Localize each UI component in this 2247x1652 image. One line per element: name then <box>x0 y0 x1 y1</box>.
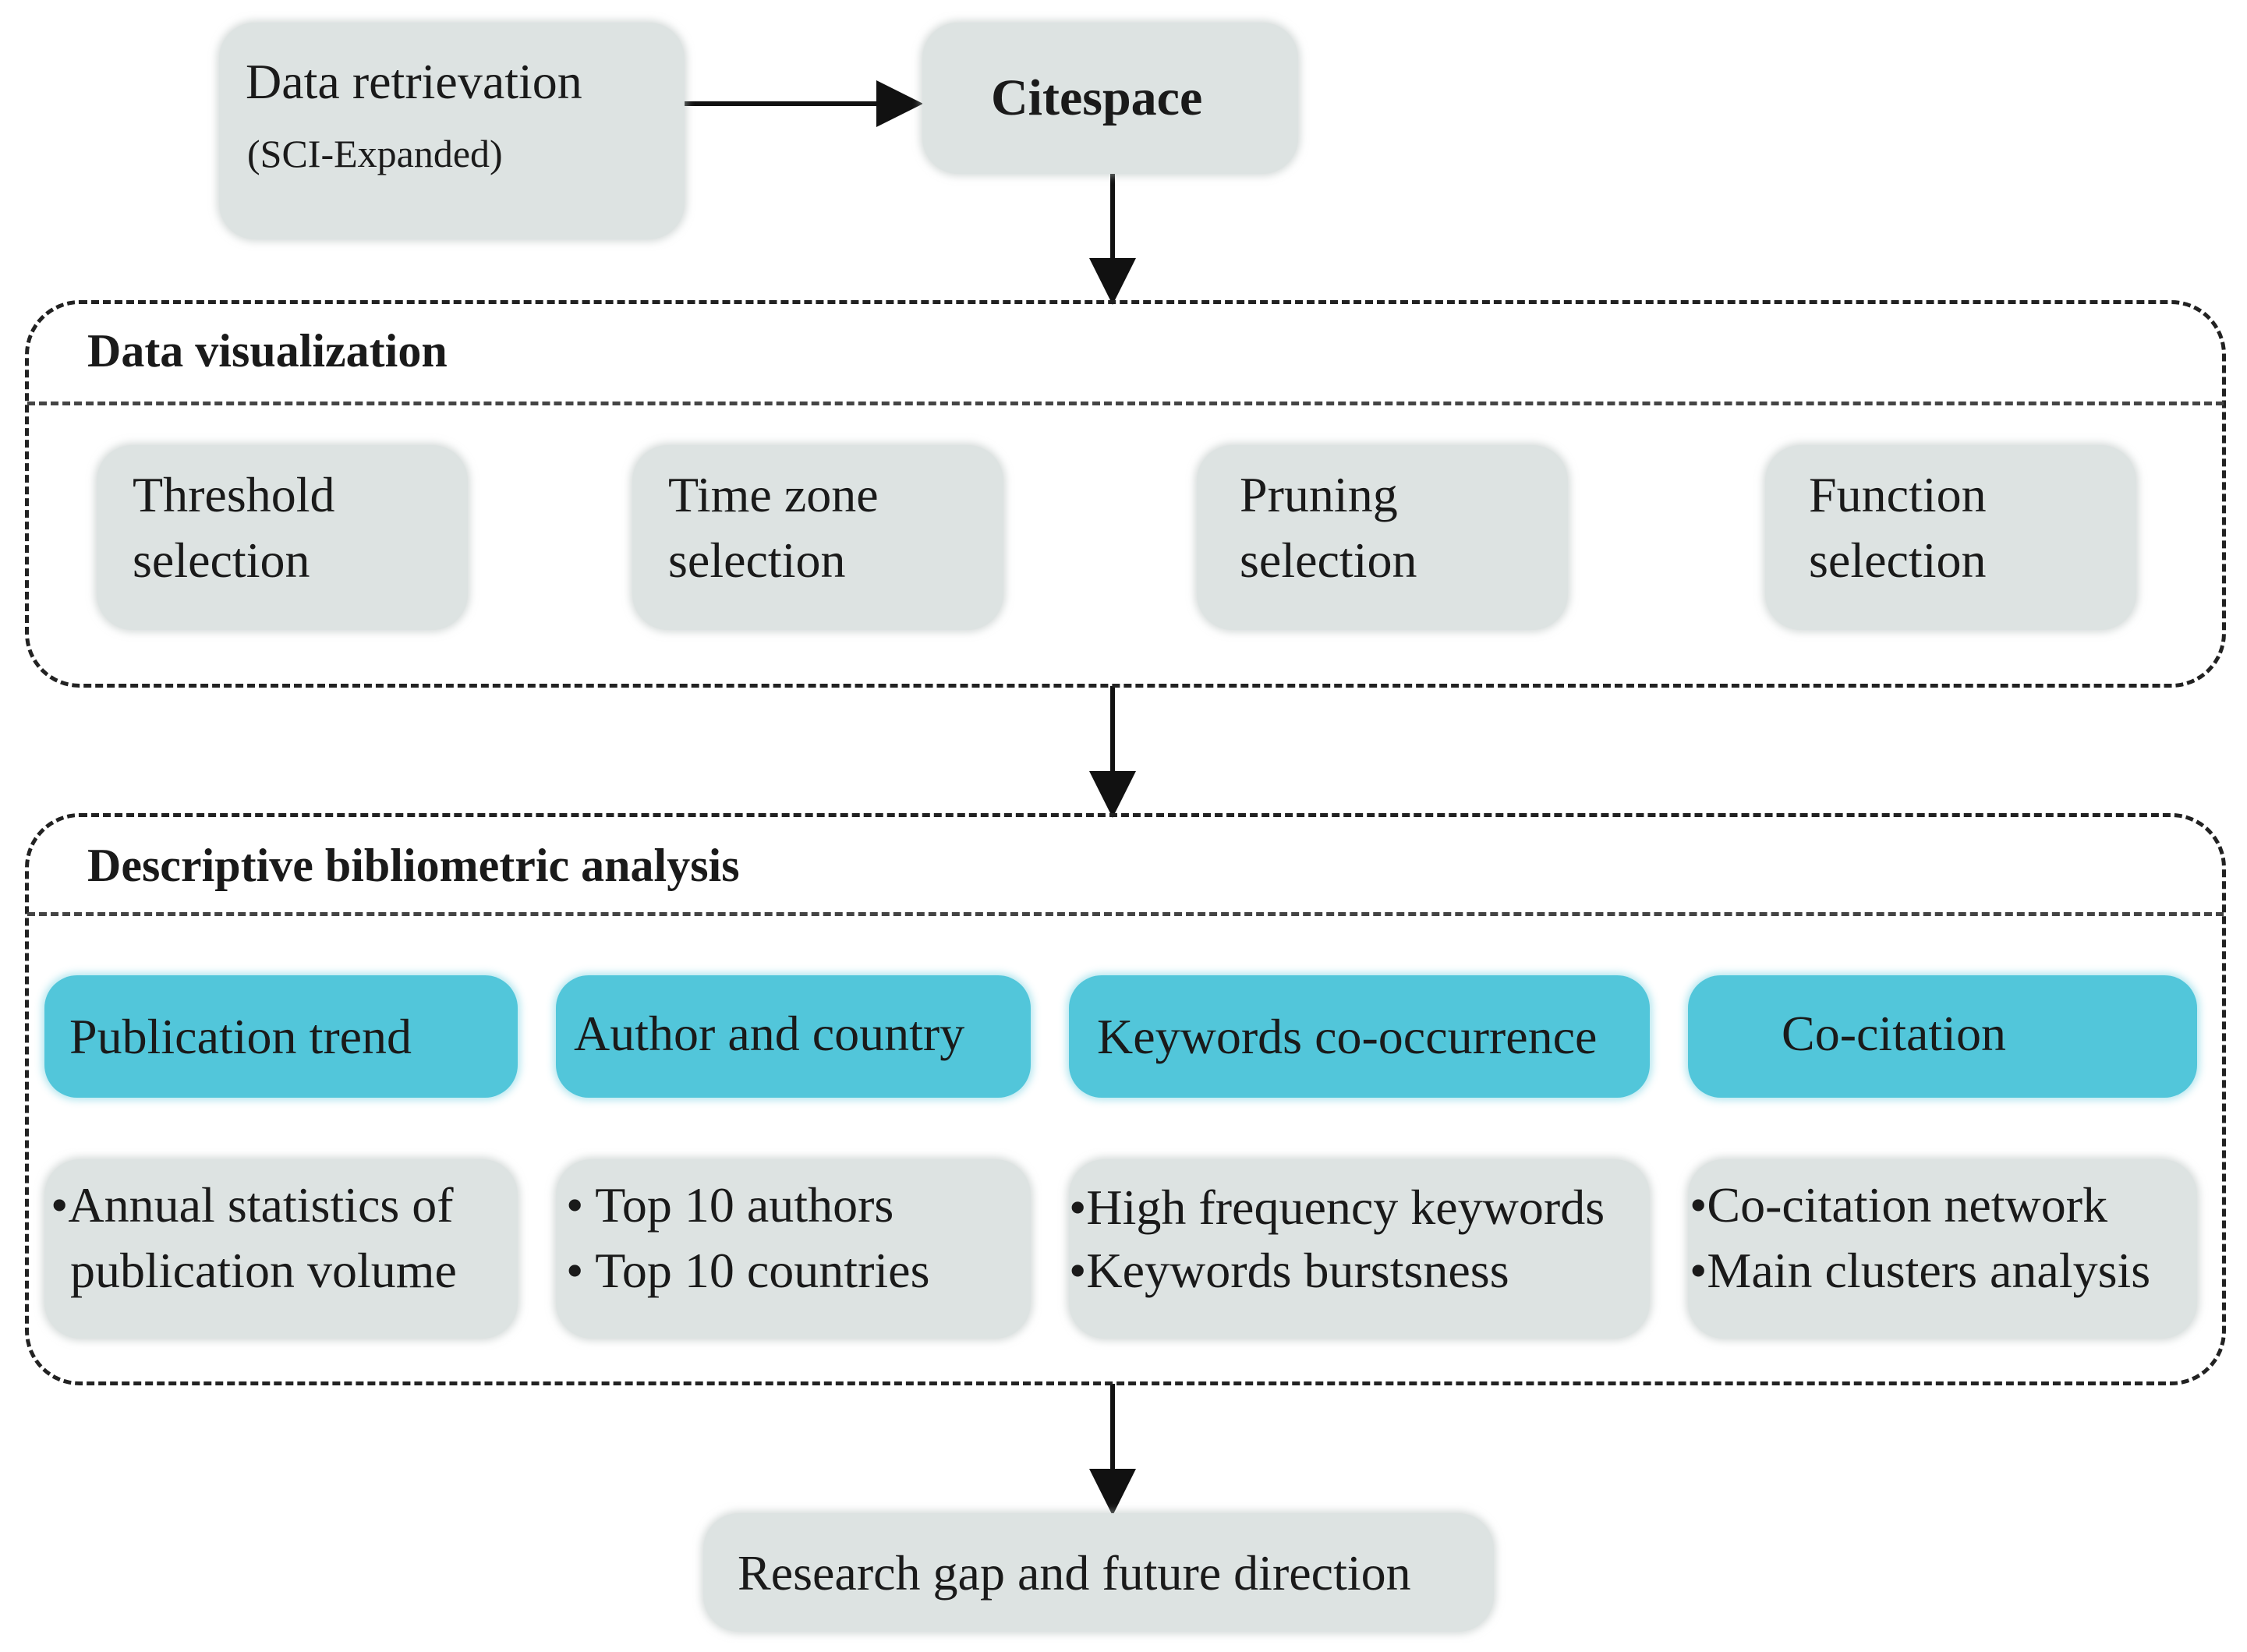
threshold-selection-line1: Threshold <box>133 467 335 522</box>
function-selection-line2: selection <box>1809 532 1987 588</box>
time-zone-selection-line1: Time zone <box>668 467 879 522</box>
research-gap-label: Research gap and future direction <box>738 1545 1411 1601</box>
pruning-selection-node: Pruning selection <box>1197 445 1568 630</box>
co-citation-details: •Co-citation network •Main clusters anal… <box>1688 1159 2197 1339</box>
author-country-detail-2: • Top 10 countries <box>566 1243 930 1298</box>
keywords-detail-1: •High frequency keywords <box>1069 1180 1605 1235</box>
publication-trend-label: Publication trend <box>69 1009 412 1064</box>
citespace-node: Citespace <box>922 23 1298 174</box>
time-zone-selection-node: Time zone selection <box>632 445 1003 630</box>
pruning-selection-line2: selection <box>1240 532 1417 588</box>
publication-trend-details: •Annual statistics of publication volume <box>44 1159 518 1339</box>
co-citation-detail-2: •Main clusters analysis <box>1690 1243 2151 1298</box>
keywords-cooccurrence-header: Keywords co-occurrence <box>1069 975 1650 1098</box>
keywords-cooccurrence-label: Keywords co-occurrence <box>1097 1009 1598 1064</box>
publication-trend-detail-1: •Annual statistics of <box>51 1177 454 1233</box>
keywords-detail-2: •Keywords burstsness <box>1069 1243 1509 1298</box>
publication-trend-header: Publication trend <box>44 975 518 1098</box>
threshold-selection-node: Threshold selection <box>97 445 468 630</box>
keywords-details: •High frequency keywords •Keywords burst… <box>1069 1159 1650 1339</box>
descriptive-analysis-section <box>25 813 2226 1385</box>
author-country-label: Author and country <box>574 1006 965 1061</box>
descriptive-analysis-title: Descriptive bibliometric analysis <box>87 840 740 891</box>
data-visualization-title: Data visualization <box>87 325 448 377</box>
data-retrieval-label: Data retrievation <box>246 54 582 109</box>
function-selection-line1: Function <box>1809 467 1987 522</box>
time-zone-selection-line2: selection <box>668 532 846 588</box>
citespace-label: Citespace <box>991 69 1203 126</box>
co-citation-detail-1: •Co-citation network <box>1690 1177 2108 1233</box>
data-retrieval-node: Data retrievation (SCI-Expanded) <box>219 23 685 239</box>
author-country-details: • Top 10 authors • Top 10 countries <box>556 1159 1031 1339</box>
pruning-selection-line1: Pruning <box>1240 467 1398 522</box>
descriptive-analysis-divider <box>27 912 2224 916</box>
data-visualization-divider <box>27 402 2224 405</box>
author-country-header: Author and country <box>556 975 1031 1098</box>
threshold-selection-line2: selection <box>133 532 310 588</box>
publication-trend-detail-2: publication volume <box>70 1243 457 1298</box>
data-retrieval-source: (SCI-Expanded) <box>247 132 503 175</box>
co-citation-label: Co-citation <box>1782 1006 2006 1061</box>
research-gap-node: Research gap and future direction <box>703 1513 1494 1632</box>
function-selection-node: Function selection <box>1765 445 2136 630</box>
data-visualization-section <box>25 300 2226 688</box>
co-citation-header: Co-citation <box>1688 975 2197 1098</box>
author-country-detail-1: • Top 10 authors <box>566 1177 894 1233</box>
